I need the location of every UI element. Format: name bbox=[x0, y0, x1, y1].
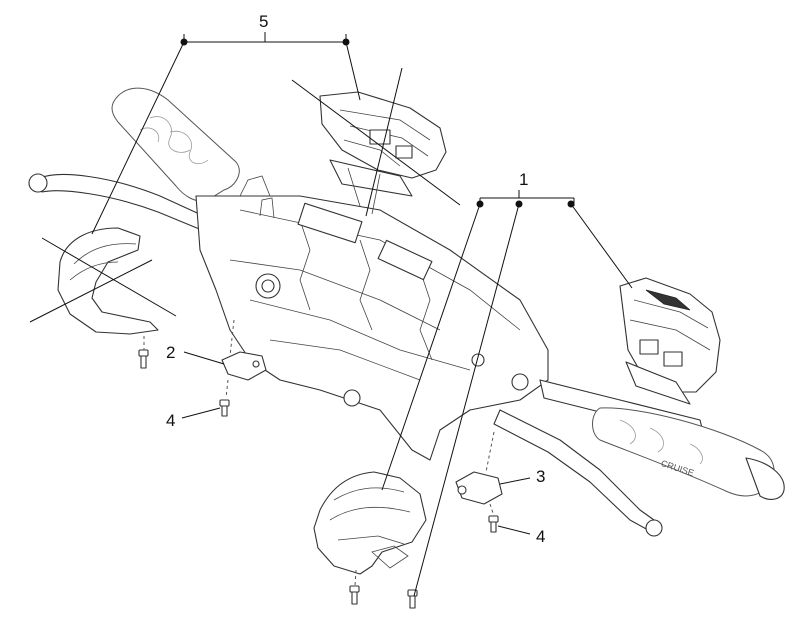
screws bbox=[138, 336, 499, 609]
right-switch-cover bbox=[313, 471, 427, 575]
callout-5-label: 5 bbox=[259, 12, 268, 31]
brake-switch-left bbox=[221, 319, 267, 399]
left-lever-tip bbox=[28, 173, 48, 193]
right-lever-tip bbox=[645, 519, 663, 537]
screw-cover-right-a bbox=[349, 569, 360, 605]
screw-cover-right-b bbox=[407, 589, 418, 609]
left-switch-cover bbox=[29, 227, 177, 335]
callout-4-right-label: 4 bbox=[536, 527, 545, 546]
callout-4-left-leader bbox=[181, 407, 221, 419]
screw-brake-switch-right bbox=[488, 515, 499, 533]
left-grip bbox=[111, 87, 240, 202]
callout-5-leader bbox=[91, 32, 361, 235]
right-switch-assembly bbox=[619, 277, 721, 405]
callout-3-leader bbox=[499, 477, 531, 485]
callout-3-label: 3 bbox=[536, 467, 545, 486]
callout-4-left-label: 4 bbox=[166, 411, 175, 430]
brake-switch-right bbox=[455, 431, 503, 517]
callout-4-right-leader bbox=[497, 525, 531, 535]
right-grip bbox=[592, 407, 775, 497]
callout-1-leader bbox=[381, 190, 633, 597]
screw-cover-left bbox=[138, 336, 149, 369]
screw-brake-switch-left bbox=[219, 399, 230, 417]
callout-2-label: 2 bbox=[166, 343, 175, 362]
callout-1-label: 1 bbox=[519, 170, 528, 189]
left-switch-assembly bbox=[291, 67, 461, 217]
callout-2-leader bbox=[183, 351, 225, 365]
